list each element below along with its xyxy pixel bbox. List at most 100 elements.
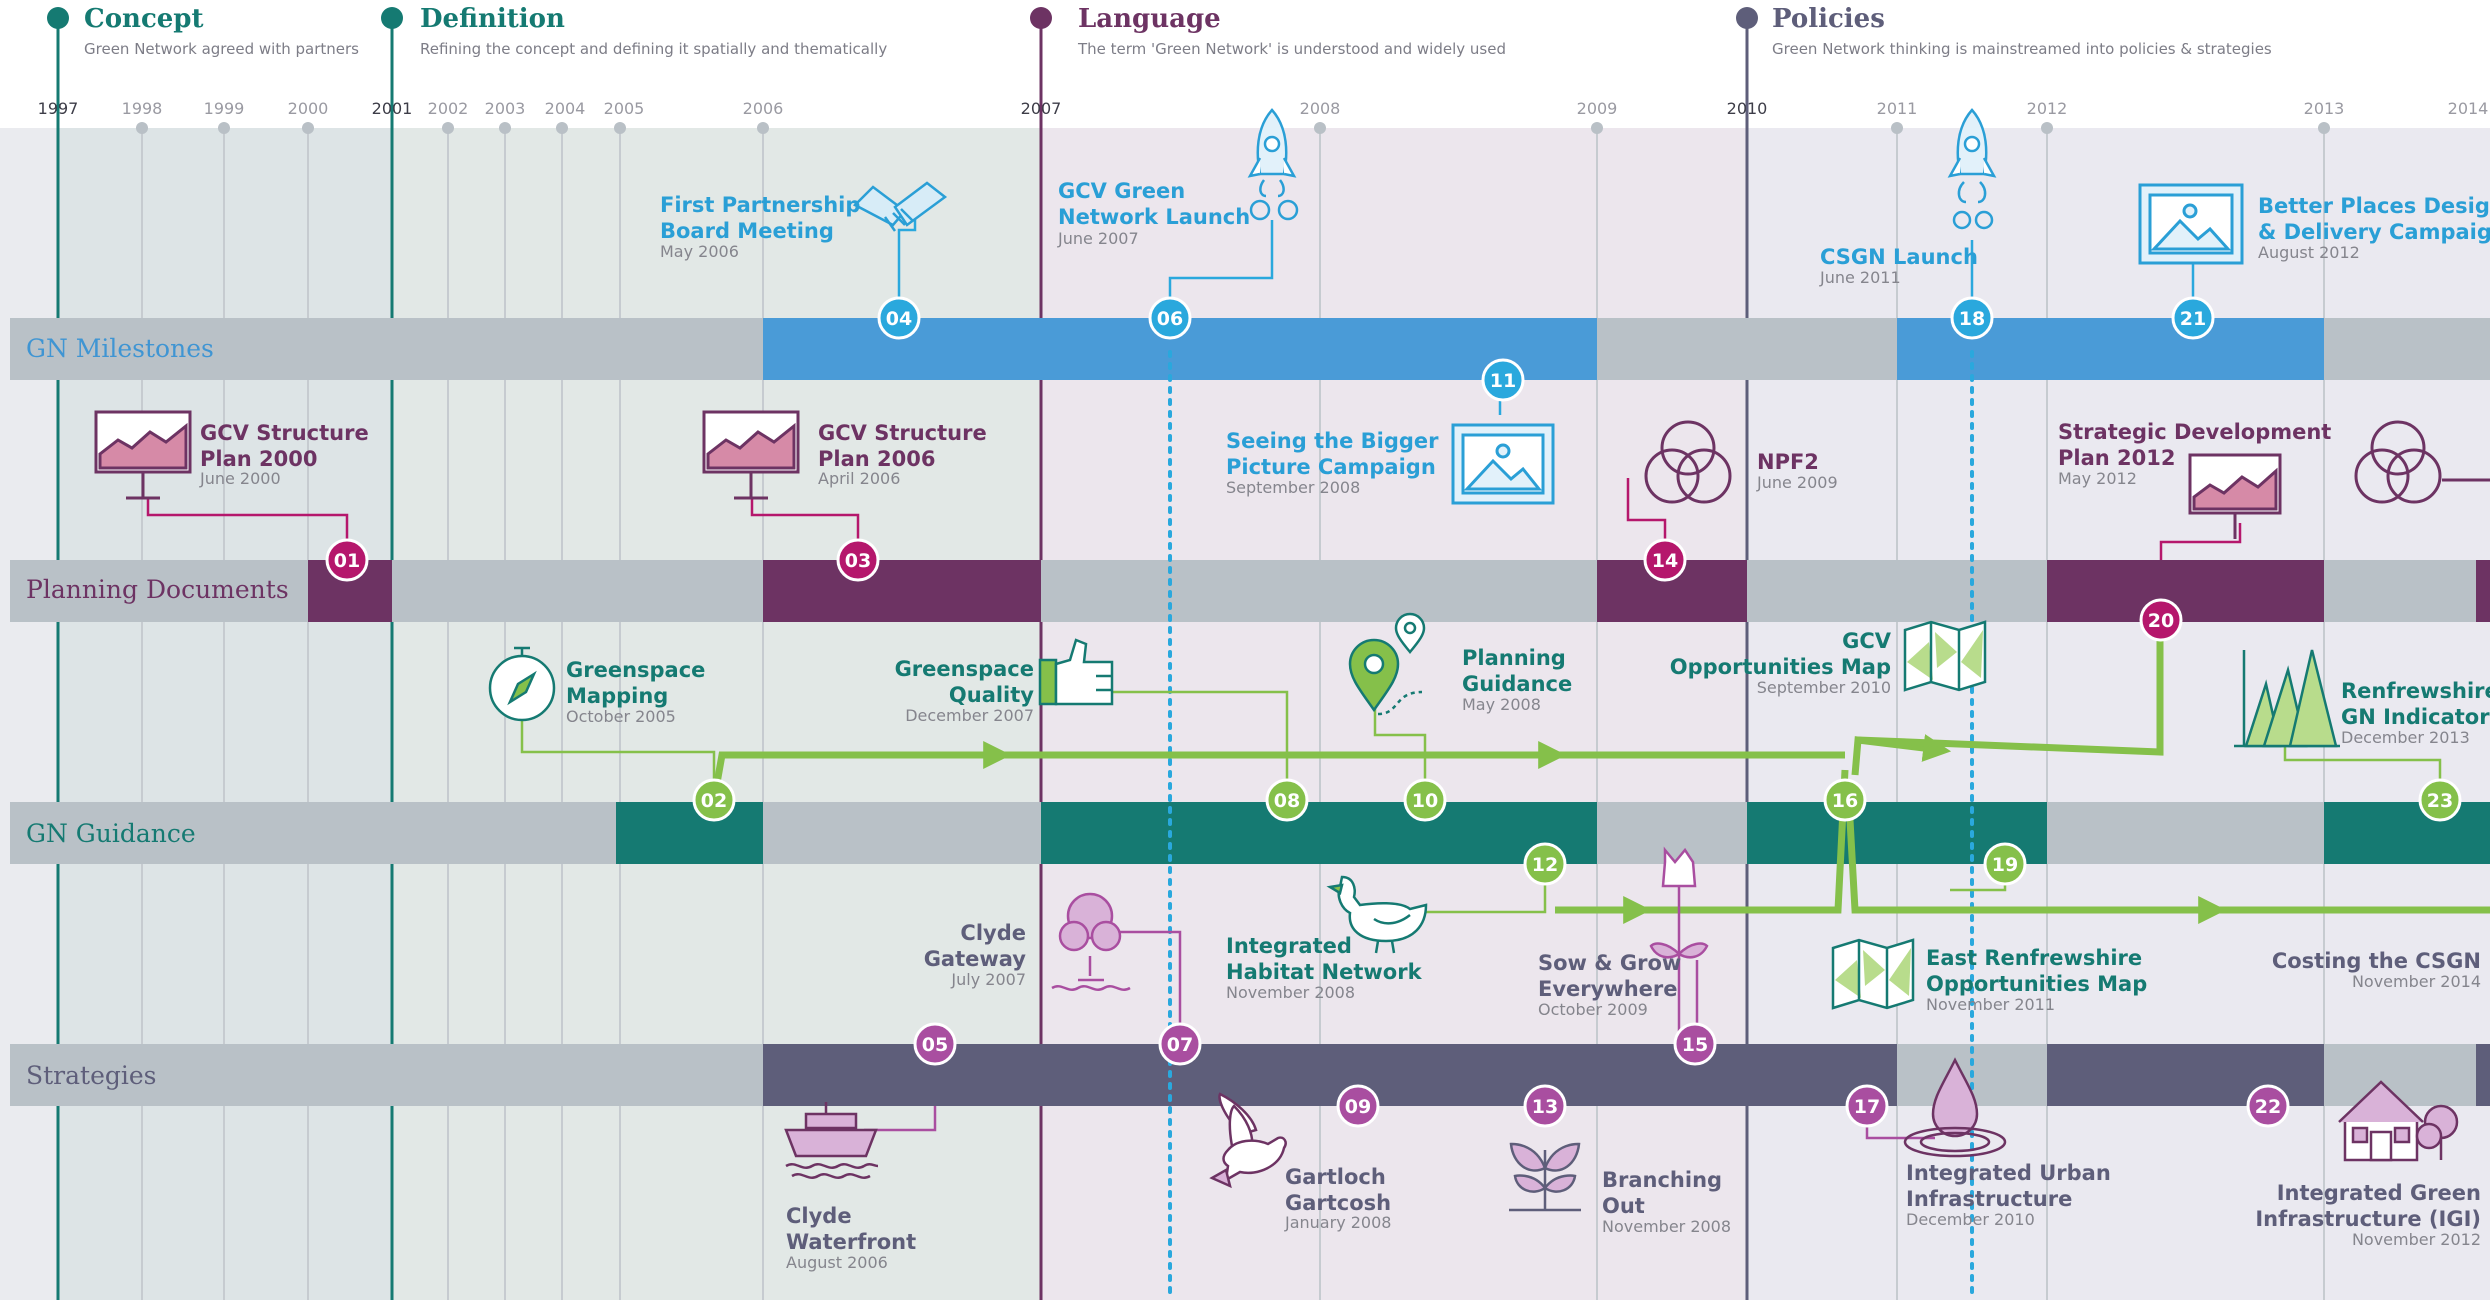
svg-text:07: 07 <box>1167 1034 1193 1056</box>
event-17: Integrated Urban Infrastructure December… <box>1906 1161 2111 1229</box>
phase-header-definition: Definition Refining the concept and defi… <box>381 4 887 58</box>
event-date: September 2010 <box>1757 678 1891 697</box>
year-label: 1998 <box>122 99 163 118</box>
event-title: Opportunities Map <box>1926 972 2147 996</box>
row-band-guidance: GN Guidance <box>10 802 2490 864</box>
event-date: August 2006 <box>786 1253 888 1272</box>
event-title: CSGN Launch <box>1820 245 1978 269</box>
event-title: GCV Structure <box>818 421 987 445</box>
event-title: Strategic Development <box>2058 420 2331 444</box>
event-date: August 2012 <box>2258 243 2360 262</box>
event-11: Seeing the Bigger Picture Campaign Septe… <box>1226 429 1439 497</box>
row-label: GN Guidance <box>26 819 196 848</box>
event-02: Greenspace Mapping October 2005 <box>566 658 705 726</box>
phase-header-concept: Concept Green Network agreed with partne… <box>47 4 359 58</box>
event-title: Gartcosh <box>1285 1191 1391 1215</box>
event-title: NPF2 <box>1757 450 1819 474</box>
event-title: Plan 2012 <box>2058 446 2175 470</box>
event-21: Better Places Design & Delivery Campaign… <box>2258 194 2490 262</box>
event-title: First Partnership <box>660 193 860 217</box>
event-title: East Renfrewshire <box>1926 946 2142 970</box>
badge-14: 14 <box>1643 538 1687 582</box>
badge-06: 06 <box>1148 296 1192 340</box>
badge-08: 08 <box>1265 778 1309 822</box>
svg-text:16: 16 <box>1832 790 1858 812</box>
event-title: Gateway <box>924 947 1027 971</box>
dove-icon <box>1209 1092 1287 1189</box>
folded-map-icon <box>1903 620 1987 692</box>
event-title: Costing the CSGN <box>2272 949 2481 973</box>
event-date: May 2008 <box>1462 695 1541 714</box>
badge-05: 05 <box>913 1022 957 1066</box>
badge-02: 02 <box>692 778 736 822</box>
svg-text:12: 12 <box>1532 854 1558 876</box>
event-date: September 2008 <box>1226 478 1360 497</box>
event-19: East Renfrewshire Opportunities Map Nove… <box>1926 946 2147 1014</box>
event-title: Renfrewshire's <box>2341 679 2490 703</box>
badge-18: 18 <box>1950 296 1994 340</box>
badge-11: 11 <box>1481 358 1525 402</box>
phase-title: Language <box>1078 4 1221 34</box>
svg-text:11: 11 <box>1490 370 1516 392</box>
map-pin-icon <box>1348 612 1426 716</box>
svg-text:08: 08 <box>1274 790 1300 812</box>
event-22: Integrated Green Infrastructure (IGI) No… <box>2255 1181 2481 1249</box>
event-title: Network Launch <box>1058 205 1250 229</box>
event-title: GCV Structure <box>200 421 369 445</box>
event-13: Branching Out November 2008 <box>1602 1168 1731 1236</box>
phase-header-language: Language The term 'Green Network' is und… <box>1030 4 1506 58</box>
event-title: Quality <box>949 683 1034 707</box>
picture-frame-icon <box>1451 423 1555 505</box>
phase-subtitle: Refining the concept and defining it spa… <box>420 40 887 58</box>
year-axis: 1997 1998 1999 2000 2001 2002 2003 2004 … <box>38 99 2489 118</box>
event-title: & Delivery Campaign <box>2258 220 2490 244</box>
row-band-strategies: Strategies <box>10 1044 2490 1106</box>
year-label: 2005 <box>604 99 645 118</box>
event-date: June 2009 <box>1756 473 1838 492</box>
badge-21: 21 <box>2171 296 2215 340</box>
event-date: May 2012 <box>2058 469 2137 488</box>
svg-text:02: 02 <box>701 790 727 812</box>
phase-subtitle: Green Network thinking is mainstreamed i… <box>1772 40 2272 58</box>
svg-text:21: 21 <box>2180 308 2206 330</box>
event-23: Renfrewshire's GN Indicator December 201… <box>2341 679 2490 747</box>
year-label: 2002 <box>428 99 469 118</box>
event-04: First Partnership Board Meeting May 2006 <box>660 193 860 261</box>
svg-text:03: 03 <box>845 550 871 572</box>
event-title: Integrated Urban <box>1906 1161 2111 1185</box>
badge-13: 13 <box>1523 1084 1567 1128</box>
year-label: 1997 <box>38 99 79 118</box>
line-chart-icon <box>2188 453 2282 539</box>
event-20: Strategic Development Plan 2012 May 2012 <box>2058 420 2331 488</box>
ship-icon <box>784 1102 879 1179</box>
event-title: Everywhere <box>1538 977 1678 1001</box>
year-dots <box>136 122 2330 134</box>
event-costing-csgn: Costing the CSGN November 2014 <box>2272 949 2481 991</box>
tulip-icon <box>1649 846 1709 1040</box>
year-label: 2014 <box>2448 99 2489 118</box>
event-title: Integrated Green <box>2277 1181 2481 1205</box>
badge-03: 03 <box>836 538 880 582</box>
phase-header-policies: Policies Green Network thinking is mains… <box>1736 4 2272 58</box>
event-title: Greenspace <box>895 657 1034 681</box>
year-label: 2006 <box>743 99 784 118</box>
phase-title: Policies <box>1772 4 1885 34</box>
water-drop-icon <box>1903 1057 2007 1158</box>
event-title: Guidance <box>1462 672 1572 696</box>
venn-icon <box>2354 420 2490 504</box>
row-label: Planning Documents <box>26 575 289 604</box>
event-title: Gartloch <box>1285 1165 1386 1189</box>
svg-text:05: 05 <box>922 1034 948 1056</box>
rocket-icon <box>1947 108 1997 230</box>
year-label: 2001 <box>372 99 413 118</box>
event-date: April 2006 <box>818 469 900 488</box>
event-06: GCV Green Network Launch June 2007 <box>1057 179 1250 248</box>
event-03: GCV Structure Plan 2006 April 2006 <box>818 421 987 488</box>
event-date: October 2005 <box>566 707 676 726</box>
event-title: GN Indicator <box>2341 705 2490 729</box>
year-label: 2013 <box>2304 99 2345 118</box>
event-12: Integrated Habitat Network November 2008 <box>1226 934 1423 1002</box>
mountain-chart-icon <box>2234 649 2340 748</box>
picture-frame-icon <box>2138 183 2244 265</box>
